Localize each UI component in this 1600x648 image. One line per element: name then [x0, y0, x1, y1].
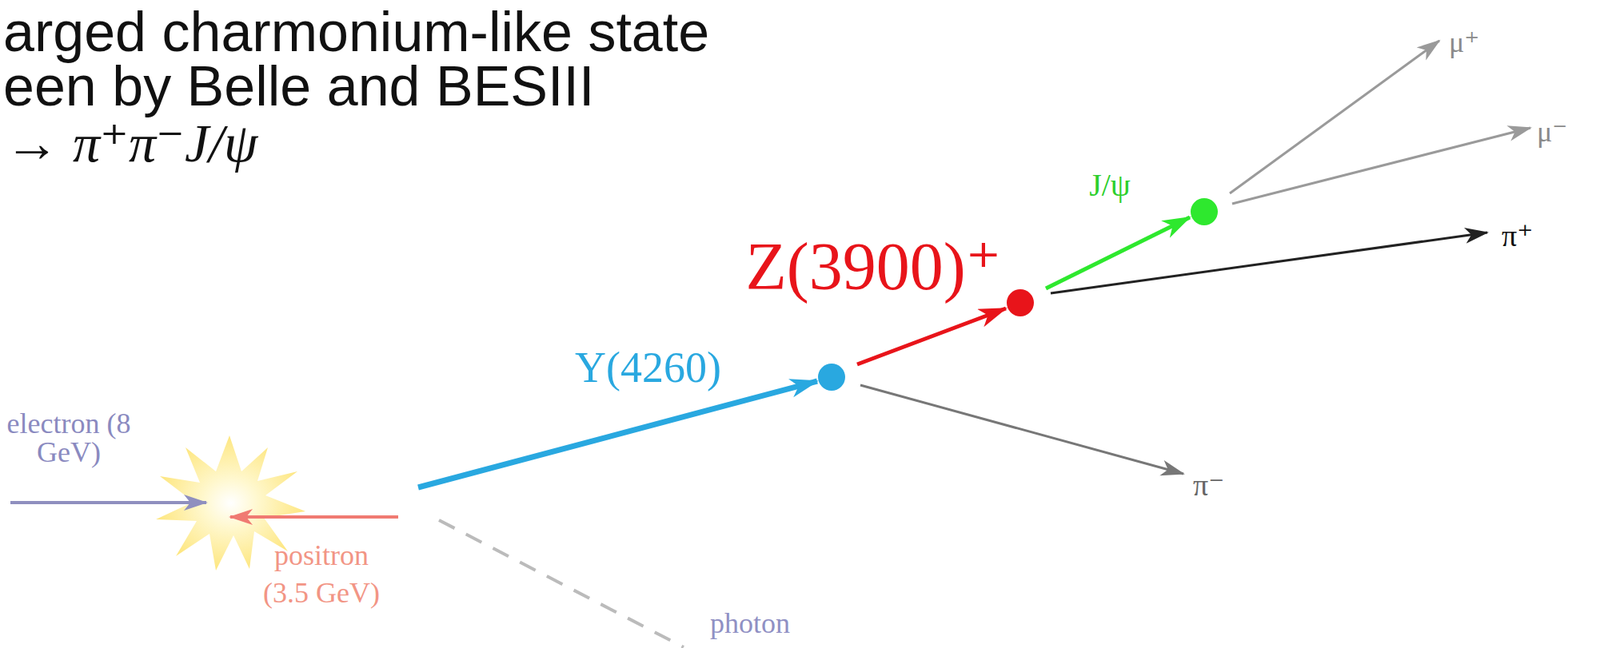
z-track	[857, 308, 1006, 365]
beam-label: electron (8 GeV)	[4, 409, 133, 467]
particle-label: photon	[710, 607, 791, 641]
title-text: arged charmonium-like state	[3, 0, 710, 65]
particle-label: Y(4260)	[574, 343, 722, 393]
electron-beam	[10, 501, 207, 505]
particle-label: μ⁺	[1448, 26, 1480, 60]
decay-vertex	[1006, 289, 1034, 317]
positron-beam	[230, 515, 399, 519]
title-text: een by Belle and BESIII	[3, 54, 595, 120]
beam-label: positron (3.5 GeV)	[249, 537, 394, 613]
muon-track	[1229, 40, 1440, 194]
pion-track	[1050, 232, 1488, 294]
particle-label: Z(3900)⁺	[745, 228, 1002, 307]
particle-label: π⁺	[1501, 219, 1533, 255]
decay-vertex	[1190, 198, 1218, 226]
reaction-formula: → π⁺π⁻J/ψ	[4, 111, 258, 175]
particle-label: μ⁻	[1536, 115, 1568, 149]
y-track	[418, 381, 818, 488]
muon-track	[1232, 127, 1531, 204]
jpsi-track	[1045, 217, 1190, 289]
photon-track	[438, 520, 684, 648]
decay-vertex	[817, 363, 846, 392]
particle-label: J/ψ	[1089, 167, 1131, 204]
pion-track	[860, 385, 1184, 475]
particle-label: π⁻	[1193, 468, 1225, 504]
